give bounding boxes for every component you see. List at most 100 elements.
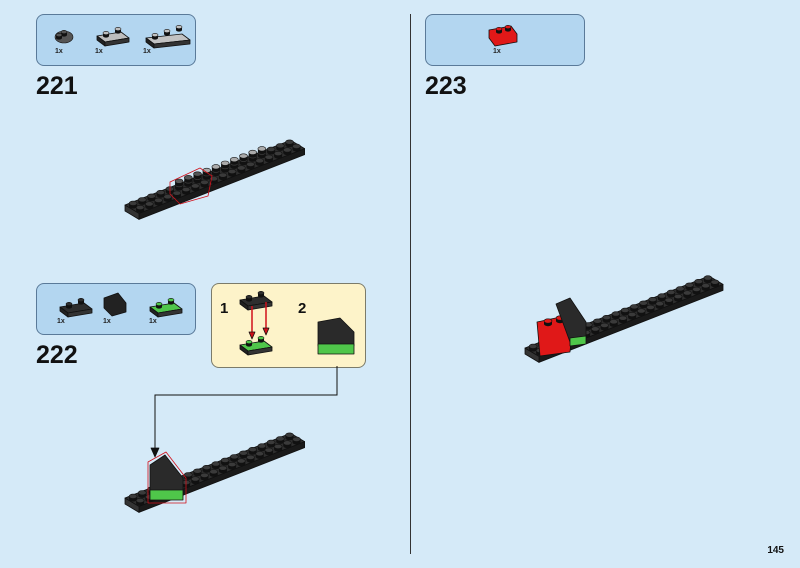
stud-base [258, 294, 264, 298]
stud-base [156, 305, 162, 309]
stud [248, 446, 257, 452]
connector-arrow-line [154, 366, 338, 450]
stud [602, 314, 612, 320]
sub-green-base [317, 343, 355, 355]
stud [155, 302, 163, 306]
stud [273, 151, 283, 157]
stud [163, 194, 172, 200]
page-number: 145 [767, 545, 784, 556]
substep-number: 2 [298, 300, 307, 317]
stud [675, 286, 685, 292]
stud [666, 289, 676, 295]
stud-base [246, 298, 252, 302]
stud-base [61, 33, 67, 37]
stud-base [78, 301, 84, 305]
plate-1x3-icon-side [153, 39, 191, 49]
stud [114, 27, 122, 31]
stud [264, 154, 274, 160]
stud [257, 336, 265, 340]
stud [257, 291, 265, 295]
stud [636, 308, 646, 314]
stud-base [152, 36, 158, 40]
stud-base [258, 339, 264, 343]
stud [257, 146, 267, 152]
stud [611, 311, 621, 317]
stud [673, 293, 683, 299]
stud [218, 172, 228, 178]
stud [167, 298, 175, 302]
stud [282, 147, 292, 153]
stud [292, 143, 301, 149]
corner-plate-icon-side [104, 37, 130, 47]
stud [60, 30, 68, 34]
stud [65, 302, 73, 306]
step-number-223: 223 [425, 72, 467, 100]
arrow-head-icon [150, 447, 160, 458]
stud [102, 31, 110, 35]
stud [55, 33, 63, 37]
stud [655, 301, 665, 307]
stud [273, 443, 283, 449]
stud [237, 458, 246, 464]
stud [285, 139, 294, 145]
stud [191, 476, 200, 482]
highlight-outline-221 [169, 167, 213, 205]
stud [138, 490, 147, 496]
stud [220, 160, 230, 166]
stud [246, 161, 255, 167]
stud [154, 197, 163, 203]
stud [264, 447, 274, 453]
stud [230, 157, 239, 163]
stud [694, 278, 704, 284]
stud [528, 343, 538, 349]
stud-base [505, 28, 511, 32]
baseplate-221-side [138, 148, 306, 220]
stud [230, 454, 239, 460]
stud [184, 472, 193, 478]
stud [184, 175, 193, 181]
stud [629, 304, 639, 310]
curved-slope-icon [103, 292, 127, 317]
stud [710, 279, 720, 285]
stud [692, 286, 701, 292]
stud [128, 493, 138, 499]
stud [618, 315, 628, 321]
stud [255, 158, 265, 164]
stud-base [246, 343, 252, 347]
stud-base [496, 30, 502, 34]
green-plate [149, 489, 184, 501]
stud [245, 340, 253, 344]
stud [657, 293, 667, 299]
step-number-221: 221 [36, 72, 78, 100]
curved-slope-223 [555, 297, 587, 343]
stud [138, 197, 147, 203]
sub-green-plate-side [247, 346, 273, 356]
stud [209, 469, 218, 475]
red-brick-icon [488, 25, 518, 47]
stud [239, 450, 248, 456]
stud [255, 451, 265, 457]
part-qty: 1x [103, 318, 111, 325]
part-qty: 1x [57, 318, 65, 325]
stud [266, 439, 276, 445]
stud [135, 205, 145, 211]
jumper-plate-icon-side [67, 308, 93, 318]
stud [200, 179, 209, 185]
stud [202, 464, 211, 470]
stud [543, 318, 553, 324]
stud [181, 187, 191, 193]
stud [151, 33, 159, 37]
stud [239, 153, 248, 159]
stud [135, 497, 145, 503]
stud-base [168, 301, 174, 305]
sub-curved-slope [317, 317, 355, 347]
stud [682, 290, 692, 296]
stud [77, 298, 85, 302]
stud [163, 29, 171, 33]
stud [147, 193, 156, 199]
stud [248, 149, 257, 155]
stud [685, 282, 694, 288]
stud-base [56, 36, 62, 40]
stud [174, 178, 184, 184]
stud [156, 190, 165, 196]
